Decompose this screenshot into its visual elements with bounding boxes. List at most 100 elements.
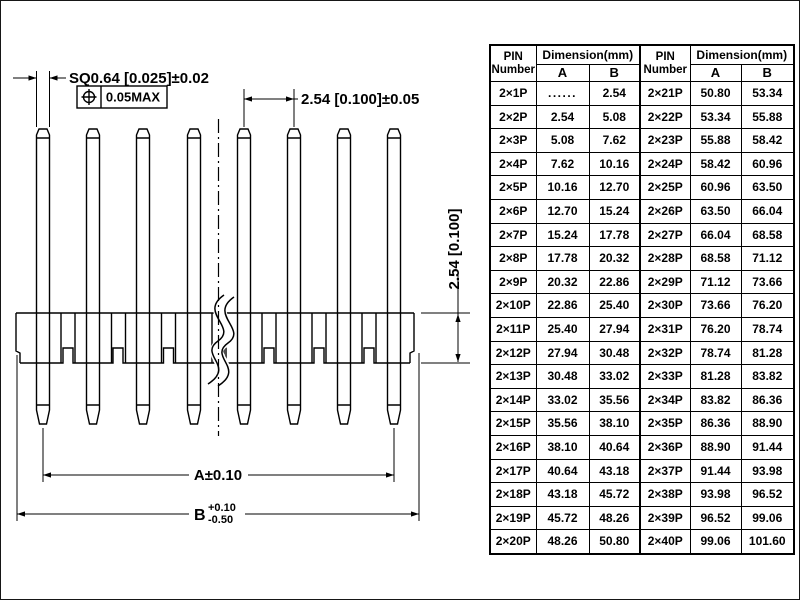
table-cell: 2×35P — [639, 411, 691, 436]
table-cell: 45.72 — [535, 505, 590, 531]
col-header-b: B — [740, 64, 795, 82]
table-cell: 2×30P — [639, 293, 691, 318]
table-cell: 73.66 — [740, 269, 795, 295]
table-cell: 35.56 — [535, 411, 590, 436]
table-cell: 66.04 — [740, 198, 795, 224]
table-cell: 33.02 — [588, 364, 641, 389]
table-cell: 2×19P — [489, 505, 537, 531]
table-cell: 2×3P — [489, 128, 537, 153]
pin-graphic — [286, 128, 302, 425]
table-cell: 2×2P — [489, 104, 537, 130]
table-cell: 2.54 — [588, 81, 641, 106]
col-header-a: A — [689, 64, 742, 82]
table-cell: 2×13P — [489, 364, 537, 389]
table-cell: 2×26P — [639, 198, 691, 224]
table-cell: 2×24P — [639, 151, 691, 177]
col-header-pin-number: PIN Number — [489, 44, 537, 82]
table-cell: 25.40 — [588, 293, 641, 318]
table-cell: 50.80 — [689, 81, 742, 106]
table-cell: 101.60 — [740, 529, 795, 555]
table-cell: 22.86 — [535, 293, 590, 318]
table-cell: 2×25P — [639, 175, 691, 200]
table-cell: 38.10 — [588, 411, 641, 436]
position-tolerance-label: 0.05MAX — [106, 90, 161, 105]
table-cell: 35.56 — [588, 387, 641, 413]
table-cell: 99.06 — [740, 505, 795, 531]
table-cell: 58.42 — [689, 151, 742, 177]
table-cell: 27.94 — [535, 340, 590, 366]
pin-shafts — [35, 128, 402, 425]
col-header-dimension: Dimension(mm) — [535, 44, 641, 65]
dim-a-label: A±0.10 — [194, 467, 242, 484]
table-cell: 60.96 — [689, 175, 742, 200]
table-cell: 86.36 — [740, 387, 795, 413]
table-cell: 2×15P — [489, 411, 537, 436]
table-cell: 68.58 — [689, 246, 742, 271]
dim-pin-square-label: SQ0.64 [0.025]±0.02 — [69, 70, 209, 87]
table-cell: 48.26 — [535, 529, 590, 555]
table-cell: 20.32 — [535, 269, 590, 295]
table-cell: 27.94 — [588, 316, 641, 342]
table-cell: 33.02 — [535, 387, 590, 413]
table-cell: 2×27P — [639, 222, 691, 248]
table-cell: 2×22P — [639, 104, 691, 130]
table-cell: 96.52 — [689, 505, 742, 531]
table-cell: 71.12 — [740, 246, 795, 271]
table-cell: 55.88 — [689, 128, 742, 153]
table-cell: 10.16 — [588, 151, 641, 177]
table-cell: 88.90 — [689, 434, 742, 460]
table-cell: 45.72 — [588, 482, 641, 507]
col-header-dimension: Dimension(mm) — [689, 44, 795, 65]
table-cell: 55.88 — [740, 104, 795, 130]
table-cell: 81.28 — [689, 364, 742, 389]
table-cell: 5.08 — [588, 104, 641, 130]
pin-graphic — [186, 128, 202, 425]
table-cell: 66.04 — [689, 222, 742, 248]
table-cell: 53.34 — [689, 104, 742, 130]
table-cell: 25.40 — [535, 316, 590, 342]
position-symbol-icon — [81, 89, 97, 105]
pin-graphic — [386, 128, 402, 425]
table-cell: 81.28 — [740, 340, 795, 366]
table-cell: 17.78 — [588, 222, 641, 248]
table-cell: 78.74 — [740, 316, 795, 342]
table-cell: 43.18 — [535, 482, 590, 507]
pin-graphic — [135, 128, 151, 425]
dim-row-spacing — [421, 273, 470, 364]
table-cell: 83.82 — [740, 364, 795, 389]
table-cell: 15.24 — [588, 198, 641, 224]
table-cell: 2×33P — [639, 364, 691, 389]
table-cell: 2×34P — [639, 387, 691, 413]
pin-header-drawing: SQ0.64 [0.025]±0.02 0.05MAX 2.54 [0.100]… — [13, 70, 470, 526]
table-cell: 7.62 — [535, 151, 590, 177]
col-header-b: B — [588, 64, 641, 82]
table-cell: 2×37P — [639, 458, 691, 484]
pin-graphic — [85, 128, 101, 425]
table-cell: 2×38P — [639, 482, 691, 507]
table-cell: 58.42 — [740, 128, 795, 153]
table-cell: 83.82 — [689, 387, 742, 413]
table-cell: 63.50 — [689, 198, 742, 224]
table-cell: 88.90 — [740, 411, 795, 436]
table-cell: 2×9P — [489, 269, 537, 295]
dim-b-upper-label: +0.10 — [208, 502, 236, 514]
dim-b-label: B — [194, 507, 206, 524]
table-cell: 15.24 — [535, 222, 590, 248]
table-cell: 17.78 — [535, 246, 590, 271]
table-cell: 76.20 — [740, 293, 795, 318]
table-cell: 2×16P — [489, 434, 537, 460]
table-cell: 73.66 — [689, 293, 742, 318]
table-cell: 50.80 — [588, 529, 641, 555]
table-cell: 10.16 — [535, 175, 590, 200]
